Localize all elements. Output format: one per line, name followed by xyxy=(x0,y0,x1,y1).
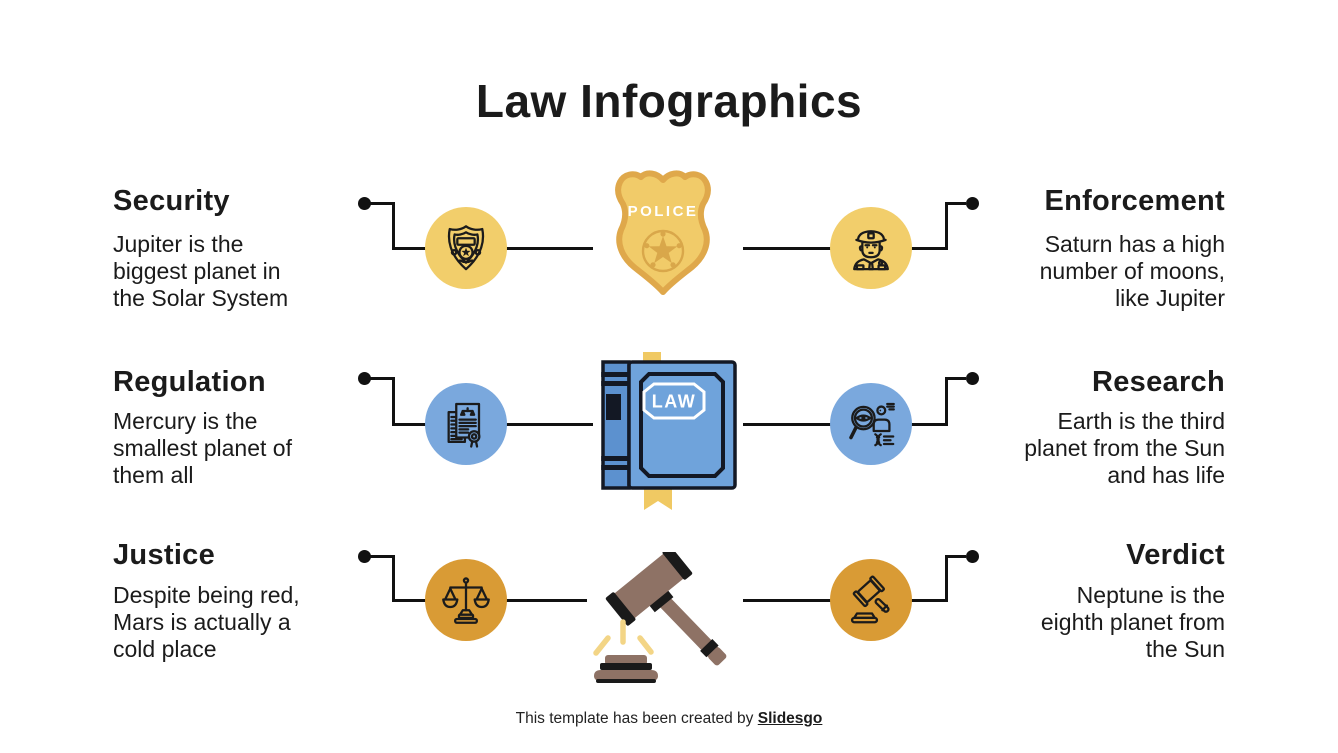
row3-right-heading: Verdict xyxy=(1126,539,1225,571)
row3-right-text: Verdict Neptune is the eighth planet fro… xyxy=(975,539,1225,663)
connector-line xyxy=(391,422,427,426)
connector-line xyxy=(364,201,393,205)
connector-dot xyxy=(965,371,979,385)
slidesgo-link[interactable]: Slidesgo xyxy=(757,710,823,727)
row2-right-circle xyxy=(830,383,912,465)
police-badge-illustration: POLICE xyxy=(615,170,711,295)
connector-line xyxy=(391,246,427,250)
gavel-icon xyxy=(850,575,890,624)
connector-dot xyxy=(965,549,979,563)
legal-certificate-icon xyxy=(447,402,481,448)
row1-right-body: Saturn has a high number of moons, like … xyxy=(1039,231,1225,311)
gavel-illustration xyxy=(593,552,727,683)
connector-line xyxy=(505,422,593,426)
page-title: Law Infographics xyxy=(475,75,863,127)
row3-right-circle xyxy=(830,559,912,641)
row3-left-heading: Justice xyxy=(113,539,216,571)
connector-line xyxy=(364,554,393,558)
connector-line xyxy=(391,201,395,250)
connector-line xyxy=(945,554,966,558)
row1-left-text: Security Jupiter is the biggest planet i… xyxy=(113,185,363,312)
row2-left-heading: Regulation xyxy=(113,366,266,398)
connector-line xyxy=(911,246,948,250)
connector-line xyxy=(364,376,393,380)
connector-line xyxy=(391,598,427,602)
investigation-magnifier-icon xyxy=(849,402,895,447)
row2-right-heading: Research xyxy=(1092,366,1225,398)
connector-line xyxy=(743,422,831,426)
row3-right-body: Neptune is the eighth planet from the Su… xyxy=(1040,582,1225,662)
row2-right-text: Research Earth is the third planet from … xyxy=(975,366,1225,489)
connector-line xyxy=(911,422,948,426)
badge-label: POLICE xyxy=(628,203,699,220)
row1-right-text: Enforcement Saturn has a high number of … xyxy=(975,185,1225,312)
police-officer-icon xyxy=(853,230,889,271)
row1-right-circle xyxy=(830,207,912,289)
police-badge-icon xyxy=(447,225,485,271)
connector-dot xyxy=(965,196,979,210)
connector-line xyxy=(945,376,966,380)
row2-right-body: Earth is the third planet from the Sun a… xyxy=(1024,408,1225,488)
row1-left-circle xyxy=(425,207,507,289)
connector-line xyxy=(391,554,395,602)
connector-line xyxy=(391,376,395,425)
row1-left-heading: Security xyxy=(113,185,230,217)
connector-line xyxy=(945,376,948,425)
footer-text: This template has been created by xyxy=(515,710,758,727)
connector-line xyxy=(945,201,948,250)
connector-line xyxy=(945,201,966,205)
connector-line xyxy=(505,246,593,250)
connector-line xyxy=(505,598,587,602)
connector-line xyxy=(743,246,831,250)
row2-left-text: Regulation Mercury is the smallest plane… xyxy=(113,366,363,489)
footer-credit: This template has been created by Slides… xyxy=(0,710,1338,728)
row1-left-body: Jupiter is the biggest planet in the Sol… xyxy=(113,231,289,311)
scales-of-justice-icon xyxy=(442,577,490,624)
row2-left-circle xyxy=(425,383,507,465)
connector-line xyxy=(911,598,948,602)
book-label: LAW xyxy=(652,392,697,412)
connector-line xyxy=(743,598,831,602)
row3-left-text: Justice Despite being red, Mars is actua… xyxy=(113,539,363,663)
row2-left-body: Mercury is the smallest planet of them a… xyxy=(113,408,292,488)
row3-left-circle xyxy=(425,559,507,641)
row3-left-body: Despite being red, Mars is actually a co… xyxy=(113,582,300,662)
connector-line xyxy=(945,554,948,602)
row1-right-heading: Enforcement xyxy=(1044,185,1225,217)
law-book-illustration: LAW xyxy=(601,352,737,510)
